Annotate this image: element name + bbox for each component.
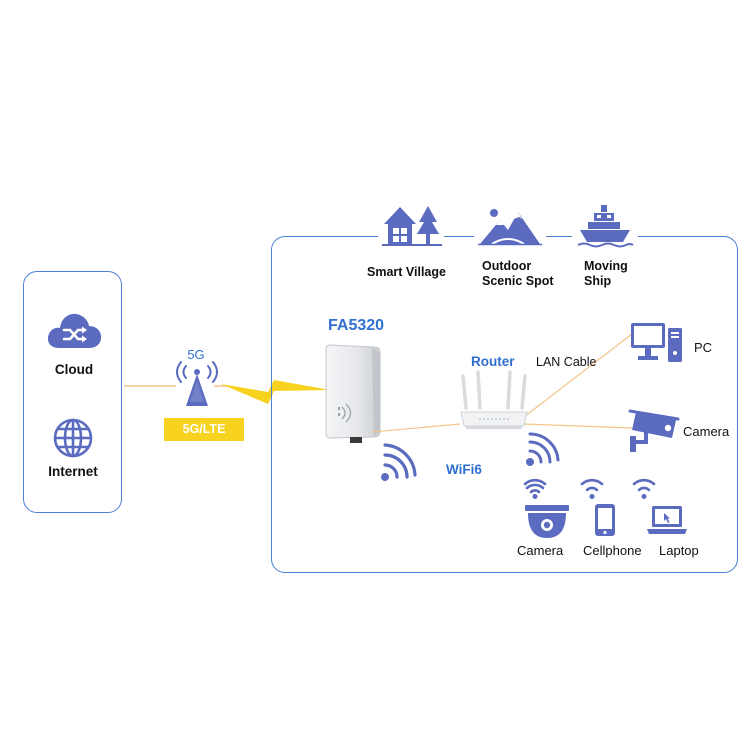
5g-lte-badge: 5G/LTE bbox=[164, 418, 244, 441]
wired-camera-label: Camera bbox=[683, 424, 730, 439]
cloud-label: Cloud bbox=[54, 362, 94, 377]
cell-tower-icon bbox=[176, 361, 218, 406]
scene-village-label: Smart Village bbox=[367, 265, 446, 279]
dome-camera-wifi-icon bbox=[523, 478, 547, 499]
cellphone-label: Cellphone bbox=[583, 543, 642, 558]
dome-camera-icon bbox=[525, 505, 569, 538]
device-wifi-icon bbox=[381, 443, 417, 481]
pc-label: PC bbox=[694, 340, 713, 355]
laptop-label: Laptop bbox=[659, 543, 699, 558]
cellphone-icon bbox=[595, 504, 615, 536]
wireless-camera-label: Camera bbox=[517, 543, 564, 558]
device-model-label: FA5320 bbox=[328, 317, 385, 334]
mountain-icon bbox=[478, 209, 542, 246]
cloud-shuffle-icon bbox=[47, 313, 102, 348]
cellphone-wifi-icon bbox=[580, 478, 604, 499]
pc-icon bbox=[631, 323, 682, 362]
tower-label: 5G bbox=[187, 347, 205, 362]
internet-label: Internet bbox=[48, 464, 98, 479]
scene-outdoor-label: Outdoor Scenic Spot bbox=[482, 259, 554, 288]
router-icon bbox=[460, 370, 528, 429]
outdoor-cpe-icon bbox=[325, 344, 381, 443]
village-icon bbox=[382, 206, 442, 246]
laptop-wifi-icon bbox=[632, 478, 656, 499]
router-wifi-icon bbox=[526, 432, 560, 466]
lan-cable-label: LAN Cable bbox=[536, 355, 597, 369]
scene-ship-label: Moving Ship bbox=[584, 259, 628, 288]
left-panel bbox=[23, 271, 122, 513]
bullet-camera-icon bbox=[628, 409, 680, 452]
router-label: Router bbox=[471, 354, 515, 369]
globe-icon bbox=[53, 418, 93, 458]
ship-icon bbox=[577, 205, 634, 248]
wifi6-label: WiFi6 bbox=[446, 462, 482, 477]
laptop-icon bbox=[647, 506, 687, 534]
